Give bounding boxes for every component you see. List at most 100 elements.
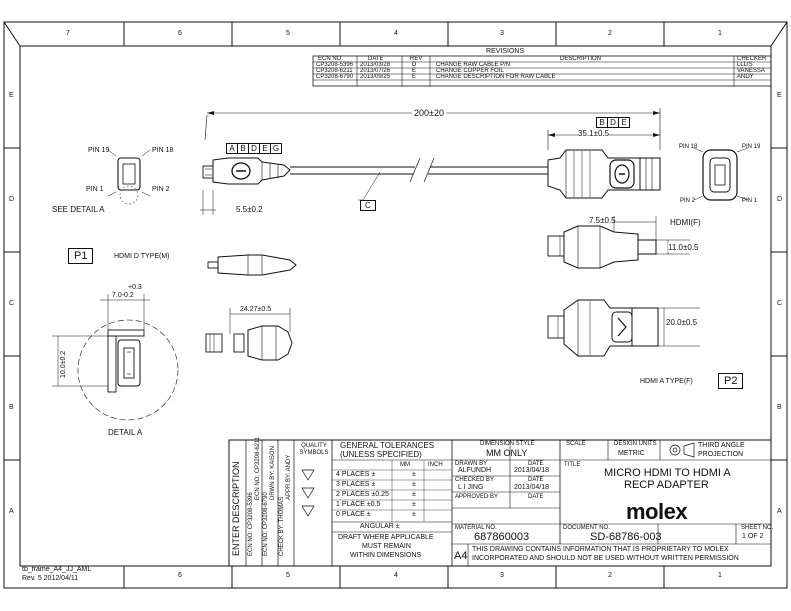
rev-col-checker: CHECKER bbox=[737, 56, 767, 62]
dims-line-2: MUST REMAIN bbox=[362, 543, 411, 550]
pin2-right: PIN 2 bbox=[680, 198, 696, 204]
document-no: SD-68786-003 bbox=[590, 531, 662, 543]
places-0-mm: 0 PLACE ± bbox=[336, 511, 371, 518]
zone-col-1-top: 1 bbox=[718, 30, 722, 37]
zone-col-4-bottom: 4 bbox=[394, 572, 398, 579]
places-1-mm: 1 PLACE ±0.5 bbox=[336, 501, 381, 508]
drawn-by: ALFUNDH bbox=[458, 467, 492, 474]
hdmi-f-label: HDMI(F) bbox=[670, 218, 701, 227]
rev-col-rev: REV bbox=[410, 56, 423, 62]
zone-col-6-bottom: 6 bbox=[178, 572, 182, 579]
balloon-box-d: D bbox=[249, 143, 260, 154]
quality-symbols-label: QUALITY SYMBOLS bbox=[299, 443, 329, 456]
document-no-label: DOCUMENT NO. bbox=[563, 525, 610, 531]
zone-col-4-top: 4 bbox=[394, 30, 398, 37]
places-2-inch: ± bbox=[412, 491, 416, 498]
ecn-line-5: CHECK BY: THOMAS bbox=[279, 496, 285, 556]
projection-line1: THIRD ANGLE bbox=[698, 442, 745, 449]
pin1-left: PIN 1 bbox=[86, 186, 104, 193]
title-label: TITLE bbox=[564, 462, 581, 468]
checked-by: L I JING bbox=[458, 484, 484, 491]
title-line-1: MICRO HDMI TO HDMI A bbox=[604, 467, 731, 479]
places-2-mm: 2 PLACES ±0.25 bbox=[336, 491, 389, 498]
rev-row-2-ecn: CP3208-6211 bbox=[316, 68, 353, 74]
rev-row-1-ecn: CP3208-5396 bbox=[316, 62, 354, 68]
inch-col: INCH bbox=[428, 462, 443, 468]
zone-row-d-left: D bbox=[9, 196, 15, 203]
pin2-left: PIN 2 bbox=[152, 186, 170, 193]
dims-line-3: WITHIN DIMENSIONS bbox=[350, 552, 422, 559]
balloon-box-group-left: A B D E G bbox=[226, 143, 282, 154]
dimension-style: MM ONLY bbox=[486, 448, 528, 458]
drawn-date: 2013/04/18 bbox=[514, 467, 550, 474]
pin1-right: PIN 1 bbox=[742, 198, 758, 204]
ecn-line-2: ECN NO: CP3208-6211 bbox=[255, 436, 261, 500]
zone-col-2-top: 2 bbox=[608, 30, 612, 37]
rev-row-3-ecn: CP3208-6790 bbox=[316, 74, 354, 80]
paper-size: A4 bbox=[454, 550, 468, 562]
template-rev: Rev. 5 2012/04/11 bbox=[22, 575, 79, 582]
angular: ANGULAR ± bbox=[360, 523, 400, 530]
proprietary-line-2: INCORPORATED AND SHOULD NOT BE USED WITH… bbox=[472, 555, 739, 562]
checked-by-label: CHECKED BY bbox=[455, 477, 495, 483]
rev-row-2-desc: CHANGE COPPER FOIL bbox=[436, 68, 504, 74]
zone-col-5-bottom: 5 bbox=[286, 572, 290, 579]
hdmi-a-type-label: HDMI A TYPE(F) bbox=[640, 378, 693, 385]
gen-tol-line1: GENERAL TOLERANCES bbox=[340, 441, 435, 450]
design-units-label: DESIGN UNITS bbox=[614, 441, 657, 447]
rev-row-1-desc: CHANGE RAW CABLE P/N bbox=[436, 62, 511, 68]
dim-24: 24.27±0.5 bbox=[240, 306, 272, 313]
projection-line2: PROJECTION bbox=[698, 451, 744, 458]
rev-col-desc: DESCRIPTION bbox=[560, 56, 602, 62]
mm-col: MM bbox=[400, 462, 410, 468]
places-0-inch: ± bbox=[412, 511, 416, 518]
tol-plus: +0.3 bbox=[128, 284, 142, 291]
rev-row-1-date: 2013/03/28 bbox=[360, 62, 391, 68]
places-4-mm: 4 PLACES ± bbox=[336, 471, 376, 478]
ecn-line-4: DRWN BY: KAISON bbox=[270, 446, 276, 500]
material-no-label: MATERIAL NO. bbox=[455, 525, 497, 531]
gen-tol-line2: (UNLESS SPECIFIED) bbox=[340, 450, 422, 459]
rev-row-3-date: 2013/09/25 bbox=[360, 74, 391, 80]
approved-date-label: DATE bbox=[528, 494, 544, 500]
p1-box: P1 bbox=[68, 248, 94, 264]
ecn-line-6: APPR BY: ANDY bbox=[286, 454, 292, 500]
scale-label: SCALE bbox=[566, 441, 586, 447]
design-units: METRIC bbox=[618, 450, 645, 457]
rev-row-2-rev: E bbox=[412, 68, 417, 74]
zone-col-3-top: 3 bbox=[500, 30, 504, 37]
title-line-2: RECP ADAPTER bbox=[624, 479, 709, 491]
drawn-by-label: DRAWN BY bbox=[455, 461, 488, 467]
checked-date-label: DATE bbox=[528, 477, 544, 483]
p2-box: P2 bbox=[718, 373, 744, 389]
pin19-left: PIN 19 bbox=[88, 147, 110, 154]
balloon-box-a: A bbox=[226, 143, 238, 154]
sheet-no: 1 OF 2 bbox=[742, 533, 764, 540]
detail-a-label: DETAIL A bbox=[108, 428, 143, 437]
balloon-box-r-e: E bbox=[619, 117, 630, 128]
pin19-right: PIN 19 bbox=[742, 144, 761, 150]
places-3-mm: 3 PLACES ± bbox=[336, 481, 376, 488]
zone-row-e-left: E bbox=[9, 92, 14, 99]
balloon-box-b: B bbox=[238, 143, 249, 154]
zone-row-b-right: B bbox=[777, 404, 782, 411]
zone-col-3-bottom: 3 bbox=[500, 572, 504, 579]
zone-row-c-left: C bbox=[9, 300, 15, 307]
dim-35: 35.1±0.5 bbox=[578, 129, 610, 138]
rev-row-1-checker: LLLIS bbox=[737, 62, 753, 68]
rev-row-1-rev: D bbox=[412, 62, 417, 68]
ecn-line-3: ECN NO: CP3208-6790 bbox=[263, 492, 269, 556]
balloon-box-g: G bbox=[271, 143, 282, 154]
pin18-left: PIN 18 bbox=[152, 147, 174, 154]
rev-row-3-checker: ANDY bbox=[737, 74, 754, 80]
overall-length-dim: 200±20 bbox=[412, 108, 446, 118]
rev-row-3-desc: CHANGE DESCRIPTION FOR RAW CABLE bbox=[436, 74, 556, 80]
enter-description: ENTER DESCRIPTION bbox=[231, 461, 241, 556]
zone-row-c-right: C bbox=[777, 300, 783, 307]
zone-col-6-top: 6 bbox=[178, 30, 182, 37]
see-detail-a: SEE DETAIL A bbox=[52, 205, 105, 214]
balloon-box-r-d: D bbox=[608, 117, 619, 128]
checked-date: 2013/04/18 bbox=[514, 484, 550, 491]
rev-col-ecn: ECN NO. bbox=[318, 56, 344, 62]
